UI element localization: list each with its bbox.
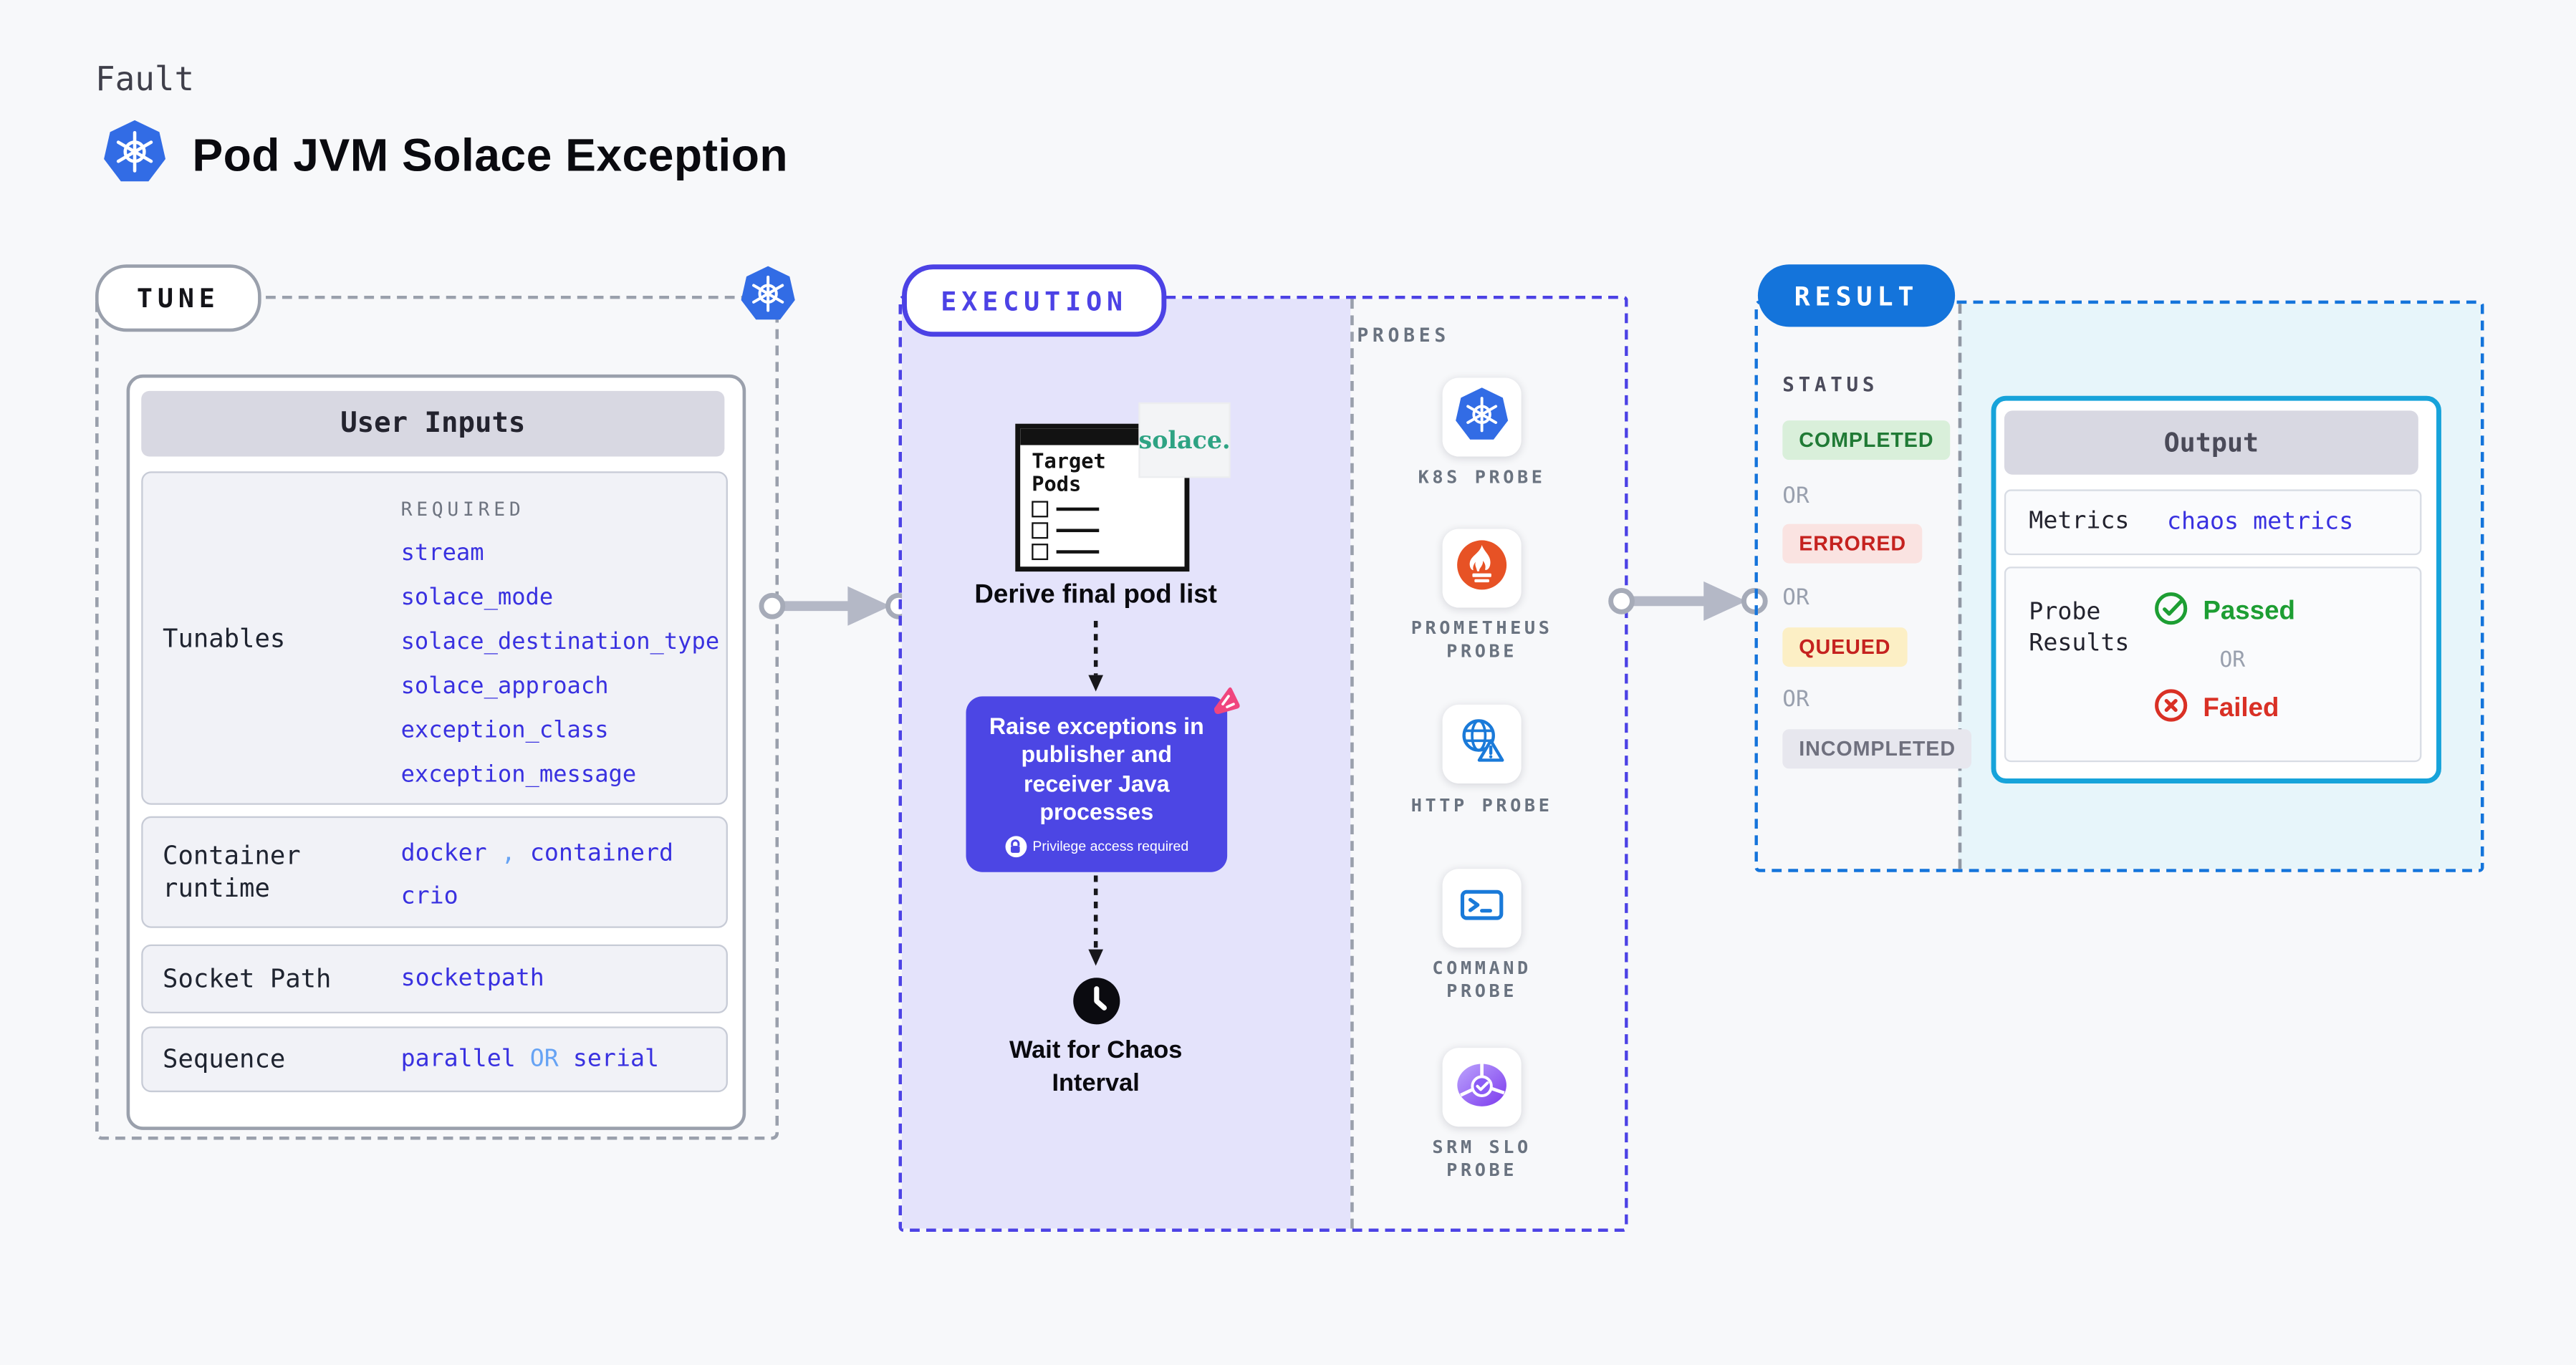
derive-pod-list-label: Derive final pod list bbox=[974, 581, 1217, 609]
progress-bar bbox=[1032, 566, 1075, 567]
result-divider bbox=[1958, 304, 1962, 869]
probes-divider bbox=[1350, 299, 1354, 1229]
x-circle-icon bbox=[2154, 688, 2188, 731]
probe-label: HTTP PROBE bbox=[1410, 794, 1553, 816]
dashed-arrow-down-icon bbox=[1086, 875, 1106, 975]
chaos-icon bbox=[1209, 683, 1244, 726]
solace-logo: solace. bbox=[1138, 404, 1231, 477]
or-separator: OR bbox=[1782, 483, 1810, 509]
result-badge: RESULT bbox=[1757, 264, 1956, 327]
tunable-value: solace_destination_type bbox=[400, 629, 720, 656]
output-header: Output bbox=[2004, 410, 2418, 475]
fault-eyebrow: Fault bbox=[95, 59, 195, 99]
metrics-row: Metrics chaos metrics bbox=[2004, 489, 2422, 556]
globe-alert-icon bbox=[1456, 713, 1508, 774]
k8s-probe-card bbox=[1442, 377, 1522, 457]
tune-badge: TUNE bbox=[95, 264, 261, 332]
tunables-label: Tunables bbox=[163, 623, 286, 653]
sequence-row: Sequence parallel OR serial bbox=[141, 1026, 728, 1093]
probe-label: COMMAND PROBE bbox=[1432, 958, 1532, 1002]
target-pods-title: Target Pods bbox=[1032, 448, 1106, 496]
checkbox-icon bbox=[1032, 501, 1049, 518]
status-badge-incompleted: INCOMPLETED bbox=[1782, 729, 1972, 769]
clock-icon bbox=[1071, 975, 1122, 1035]
prometheus-icon bbox=[1456, 538, 1508, 599]
page-title: Pod JVM Solace Exception bbox=[102, 118, 788, 192]
passed-label: Passed bbox=[2203, 597, 2295, 626]
privilege-row: Privilege access required bbox=[1004, 835, 1188, 857]
status-badge-errored: ERRORED bbox=[1782, 524, 1923, 564]
status-label: STATUS bbox=[1782, 372, 1879, 396]
probe-label: SRM SLO PROBE bbox=[1432, 1137, 1532, 1181]
runtime-value: crio bbox=[400, 883, 458, 910]
tunable-value: exception_message bbox=[400, 762, 637, 788]
or-separator: OR bbox=[1782, 686, 1810, 713]
check-circle-icon bbox=[2154, 592, 2188, 635]
tune-section bbox=[95, 295, 779, 1140]
tunable-value: stream bbox=[400, 540, 484, 567]
or-separator: OR bbox=[1782, 584, 1810, 612]
prometheus-probe-card bbox=[1442, 529, 1522, 608]
socket-path-row: Socket Path socketpath bbox=[141, 944, 728, 1014]
or-separator: OR bbox=[2219, 648, 2246, 674]
tunable-value: exception_class bbox=[400, 718, 609, 744]
sequence-value: serial bbox=[572, 1046, 660, 1073]
command-probe-card bbox=[1442, 869, 1522, 948]
target-pods-graphic: Target Pods bbox=[1015, 423, 1190, 572]
checkbox-icon bbox=[1032, 522, 1049, 539]
metrics-value: chaos metrics bbox=[2166, 508, 2354, 536]
wait-chaos-interval-label: Wait for Chaos Interval bbox=[1009, 1036, 1183, 1097]
runtime-value: docker bbox=[400, 841, 487, 867]
kubernetes-icon bbox=[1454, 385, 1510, 449]
container-runtime-row: Container runtime docker , containerd cr… bbox=[141, 816, 728, 928]
lock-icon bbox=[1004, 835, 1027, 857]
tunable-value: solace_mode bbox=[400, 584, 554, 612]
sequence-or: OR bbox=[529, 1046, 559, 1073]
user-inputs-header: User Inputs bbox=[141, 390, 725, 457]
container-runtime-label: Container runtime bbox=[163, 841, 301, 904]
probe-label: K8S PROBE bbox=[1418, 466, 1546, 488]
probe-label: PROMETHEUS PROBE bbox=[1410, 617, 1553, 662]
runtime-value: containerd bbox=[529, 841, 674, 867]
sequence-label: Sequence bbox=[163, 1044, 286, 1074]
tunable-value: solace_approach bbox=[400, 673, 609, 700]
page-title-text: Pod JVM Solace Exception bbox=[192, 129, 789, 180]
srm-slo-probe-card bbox=[1442, 1048, 1522, 1127]
tunables-row: Tunables REQUIRED stream solace_mode sol… bbox=[141, 471, 728, 805]
required-label: REQUIRED bbox=[400, 497, 525, 521]
kubernetes-icon bbox=[739, 264, 797, 330]
arrow-right-connector bbox=[756, 582, 917, 639]
status-badge-queued: QUEUED bbox=[1782, 627, 1908, 667]
metrics-label: Metrics bbox=[2029, 508, 2130, 535]
kubernetes-icon bbox=[102, 118, 168, 192]
execution-badge: EXECUTION bbox=[902, 264, 1167, 337]
probes-label: PROBES bbox=[1357, 323, 1451, 347]
probe-results-row: Probe Results Passed OR bbox=[2004, 566, 2422, 763]
slo-pie-icon bbox=[1454, 1055, 1510, 1119]
http-probe-card bbox=[1442, 704, 1522, 783]
arrow-right-connector bbox=[1605, 577, 1773, 634]
failed-label: Failed bbox=[2203, 695, 2279, 723]
dashed-arrow-down-icon bbox=[1086, 620, 1106, 701]
privilege-note: Privilege access required bbox=[1032, 837, 1189, 854]
checkbox-icon bbox=[1032, 544, 1049, 561]
chaos-action-text: Raise exceptions in publisher and receiv… bbox=[989, 712, 1204, 825]
chaos-action-box: Raise exceptions in publisher and receiv… bbox=[966, 696, 1228, 872]
probe-results-label: Probe Results bbox=[2029, 599, 2130, 657]
terminal-icon bbox=[1456, 878, 1508, 939]
socket-path-value: socketpath bbox=[400, 965, 544, 993]
sequence-value: parallel bbox=[400, 1046, 516, 1073]
socket-path-label: Socket Path bbox=[163, 964, 332, 994]
status-badge-completed: COMPLETED bbox=[1782, 420, 1951, 460]
runtime-separator: , bbox=[501, 841, 516, 867]
